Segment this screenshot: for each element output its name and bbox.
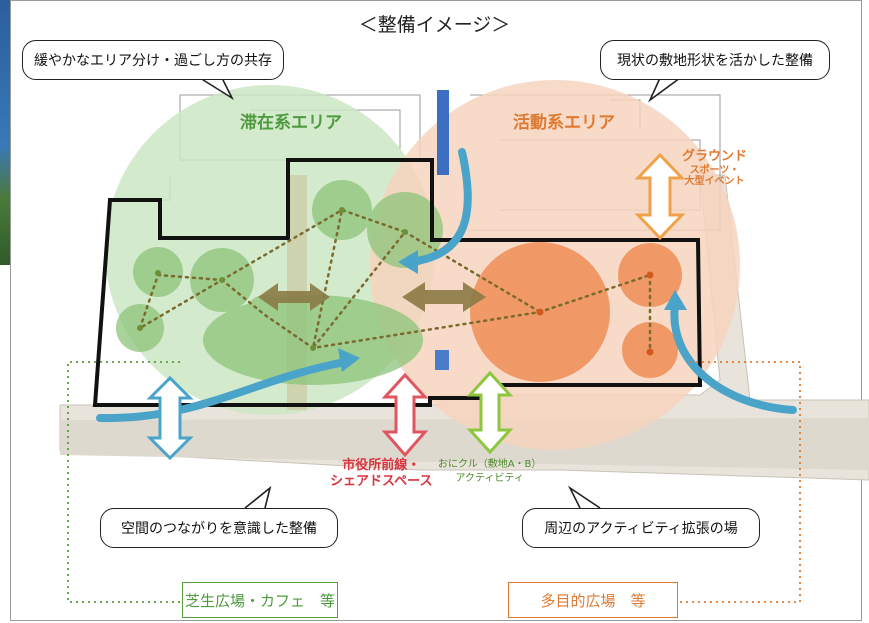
bubble-activity-expansion: 周辺のアクティビティ拡張の場 — [522, 508, 760, 548]
multipurpose-plaza-box: 多目的広場 等 — [508, 582, 678, 618]
activity-area-label: 活動系エリア — [513, 113, 615, 133]
bubble-text: 緩やかなエリア分け・過ごし方の共存 — [34, 53, 272, 69]
olive-double-arrow-left — [258, 283, 330, 311]
blue-pillar — [437, 90, 449, 175]
bubble-area-coexistence: 緩やかなエリア分け・過ごし方の共存 — [22, 40, 284, 80]
stay-area-label: 滞在系エリア — [240, 113, 342, 133]
cyan-double-arrow — [146, 375, 194, 461]
green-nodes — [116, 180, 443, 385]
orange-dotted-frame — [680, 361, 801, 603]
red-double-arrow — [381, 372, 429, 458]
green-dotted-frame — [67, 361, 180, 603]
blue-flow-arrows — [96, 148, 797, 423]
lawn-plaza-text: 芝生広場・カフェ 等 — [184, 591, 335, 610]
okoniku-label: おにクル（敷地A・B） アクティビティ — [438, 458, 541, 486]
page-title: ＜整備イメージ＞ — [358, 14, 511, 36]
ground-label: グラウンド スポーツ・ 大型イベント — [682, 149, 748, 188]
diagram-border — [10, 0, 862, 621]
green-double-arrow — [466, 370, 514, 455]
cityhall-line2: シェアドスペース — [330, 474, 433, 490]
ground-title: グラウンド — [682, 149, 748, 164]
multipurpose-plaza-text: 多目的広場 等 — [540, 591, 646, 610]
orange-double-arrow — [634, 152, 686, 241]
bubble-tail-top-right — [648, 77, 681, 103]
okoniku-line1: おにクル（敷地A・B） — [438, 459, 542, 470]
bubble-tail-bottom-right — [567, 485, 601, 509]
blue-arrowhead-top — [398, 250, 418, 274]
blue-arrowhead-bottom — [338, 348, 360, 372]
bubble-site-shape: 現状の敷地形状を活かした整備 — [600, 40, 830, 80]
left-photo-edge — [0, 0, 10, 265]
bubble-text: 空間のつながりを意識した整備 — [121, 521, 317, 537]
ground-sub2: 大型イベント — [684, 176, 745, 188]
lawn-plaza-box: 芝生広場・カフェ 等 — [182, 582, 338, 618]
node-centers — [137, 207, 408, 351]
bubble-tail-top-left — [199, 77, 234, 101]
blue-small-block — [435, 350, 449, 370]
bubble-text: 現状の敷地形状を活かした整備 — [617, 53, 813, 69]
okoniku-line2: アクティビティ — [455, 473, 524, 484]
olive-double-arrow-right — [402, 282, 486, 312]
bubble-text: 周辺のアクティビティ拡張の場 — [544, 521, 738, 537]
orange-node-centers — [536, 271, 654, 356]
cityhall-line1: 市役所前線・ — [342, 458, 421, 473]
site-boundary — [92, 158, 703, 407]
blue-arrowhead-right — [664, 290, 687, 310]
cityhall-label: 市役所前線・ シェアドスペース — [330, 458, 432, 491]
road-lower — [60, 418, 869, 470]
bubble-spatial-connection: 空間のつながりを意識した整備 — [100, 508, 338, 548]
ground-sub1: スポーツ・ — [689, 164, 740, 176]
bubble-tail-bottom-left — [244, 485, 272, 509]
